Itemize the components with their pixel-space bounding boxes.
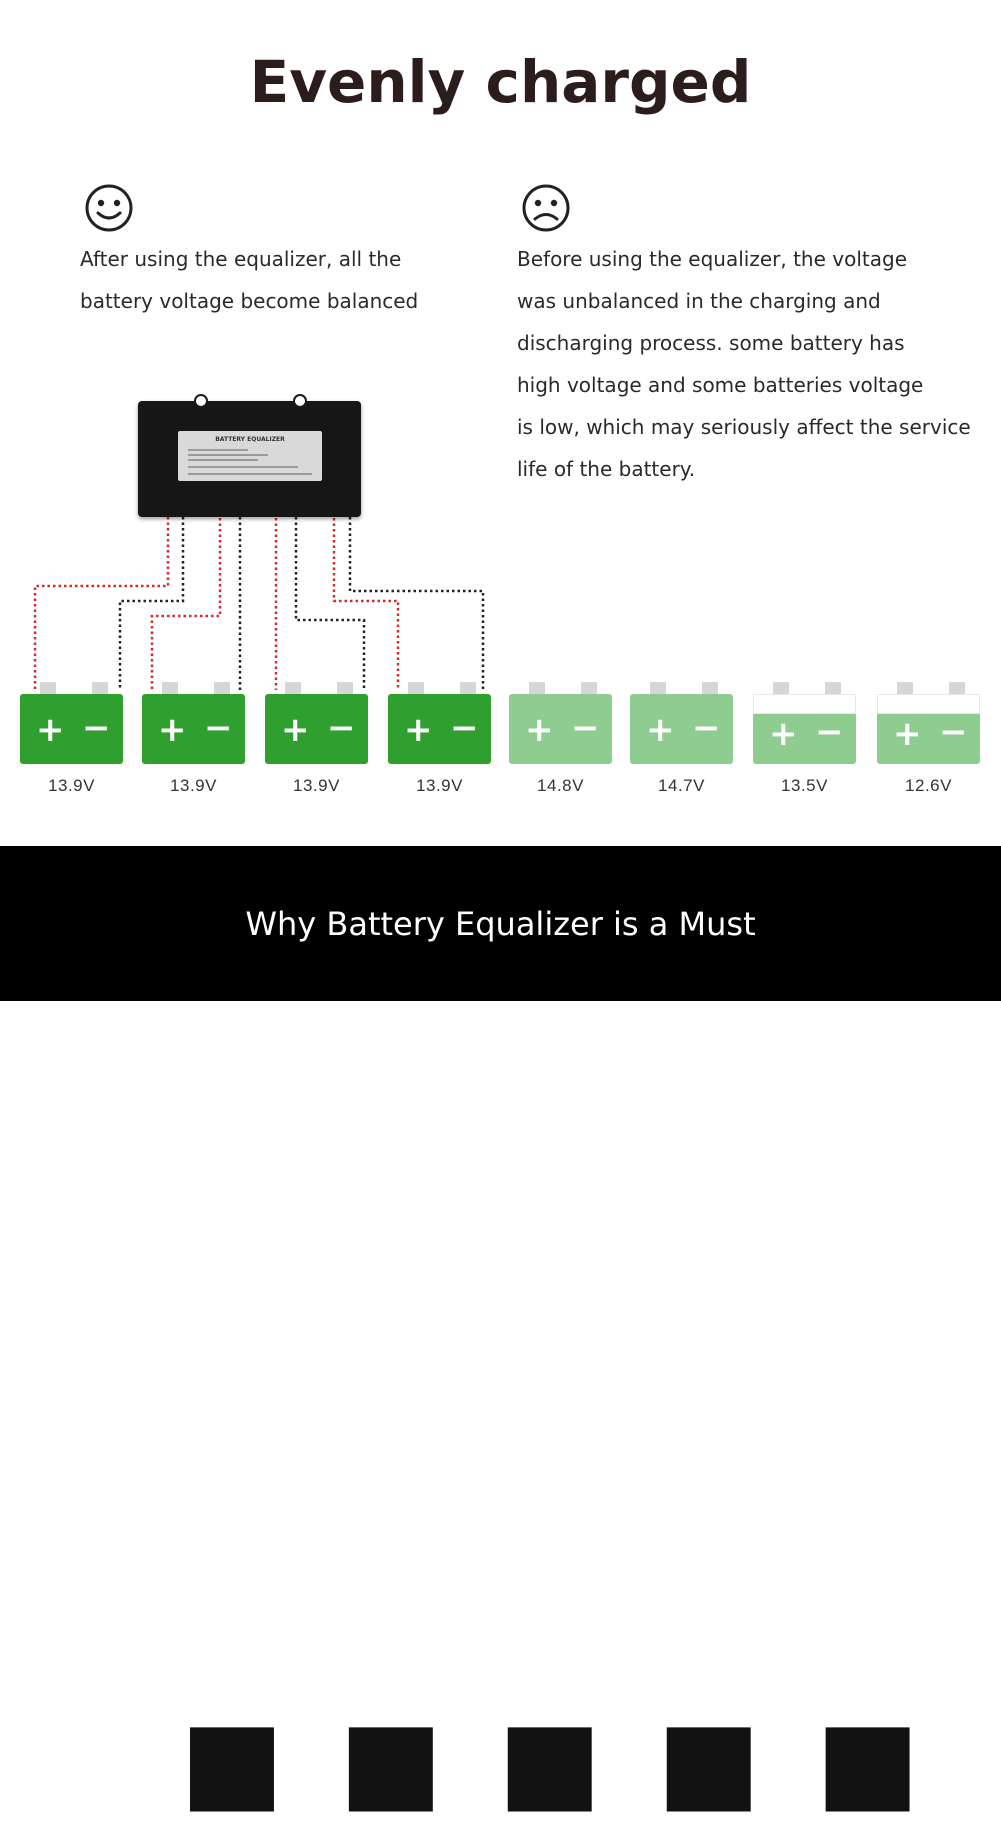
battery: +− [142, 682, 245, 764]
negative-terminal [702, 682, 718, 694]
plus-icon: + [281, 710, 310, 750]
minus-icon: − [82, 708, 111, 748]
positive-terminal [40, 682, 56, 694]
battery-equalizer-device: BATTERY EQUALIZER [138, 394, 361, 517]
sad-face-icon [522, 184, 570, 232]
plus-icon: + [646, 710, 675, 750]
battery: +− [20, 682, 123, 764]
battery: +− [265, 682, 368, 764]
device-label: BATTERY EQUALIZER [178, 431, 322, 481]
plus-icon: + [36, 710, 65, 750]
before-line: was unbalanced in the charging and [517, 289, 881, 313]
battery-top-cap [753, 694, 856, 714]
battery-voltage-label: 14.8V [537, 776, 584, 795]
battery-top-cap [877, 694, 980, 714]
positive-terminal [408, 682, 424, 694]
battery: +− [877, 682, 980, 764]
mount-hole-icon [194, 394, 208, 408]
minus-icon: − [939, 712, 968, 752]
battery-voltage-label: 13.9V [416, 776, 463, 795]
minus-icon: − [692, 708, 721, 748]
watermark-icon: ■ ■ ■ ■ ■ [180, 1696, 930, 1824]
before-line: high voltage and some batteries voltage [517, 373, 924, 397]
positive-terminal [773, 682, 789, 694]
connection-wires [33, 507, 485, 690]
minus-icon: − [327, 708, 356, 748]
battery-voltage-label: 14.7V [658, 776, 705, 795]
before-line: life of the battery. [517, 457, 696, 481]
battery-voltage-label: 13.9V [293, 776, 340, 795]
plus-icon: + [893, 714, 922, 754]
page-title: Evenly charged [249, 48, 752, 116]
battery: +− [509, 682, 612, 764]
battery-voltage-label: 12.6V [905, 776, 952, 795]
wire-positive [33, 517, 170, 690]
happy-face-icon [85, 184, 133, 232]
plus-icon: + [525, 710, 554, 750]
after-line: After using the equalizer, all the [80, 247, 402, 271]
negative-terminal [214, 682, 230, 694]
wire-negative [294, 517, 366, 690]
negative-terminal [949, 682, 965, 694]
positive-terminal [897, 682, 913, 694]
negative-terminal [581, 682, 597, 694]
wire-positive [150, 507, 222, 690]
plus-icon: + [404, 710, 433, 750]
negative-terminal [337, 682, 353, 694]
battery: +− [630, 682, 733, 764]
minus-icon: − [204, 708, 233, 748]
negative-terminal [825, 682, 841, 694]
negative-terminal [92, 682, 108, 694]
wire-negative [348, 517, 485, 690]
mount-hole-icon [293, 394, 307, 408]
wire-negative [118, 517, 185, 690]
battery-voltage-label: 13.5V [781, 776, 828, 795]
wire-positive [332, 507, 400, 690]
plus-icon: + [158, 710, 187, 750]
positive-terminal [650, 682, 666, 694]
positive-terminal [162, 682, 178, 694]
footer-caption: Why Battery Equalizer is a Must [245, 905, 756, 943]
after-line: battery voltage become balanced [80, 289, 419, 313]
minus-icon: − [450, 708, 479, 748]
before-line: is low, which may seriously affect the s… [517, 415, 971, 439]
battery: +− [388, 682, 491, 764]
negative-terminal [460, 682, 476, 694]
positive-terminal [285, 682, 301, 694]
positive-terminal [529, 682, 545, 694]
after-description: After using the equalizer, all the batte… [80, 238, 418, 322]
before-line: discharging process. some battery has [517, 331, 905, 355]
plus-icon: + [769, 714, 798, 754]
minus-icon: − [571, 708, 600, 748]
device-label-text: BATTERY EQUALIZER [215, 436, 285, 443]
battery-voltage-label: 13.9V [170, 776, 217, 795]
battery-voltage-label: 13.9V [48, 776, 95, 795]
battery: +− [753, 682, 856, 764]
minus-icon: − [815, 712, 844, 752]
before-line: Before using the equalizer, the voltage [517, 247, 907, 271]
before-description: Before using the equalizer, the voltage … [517, 238, 971, 490]
